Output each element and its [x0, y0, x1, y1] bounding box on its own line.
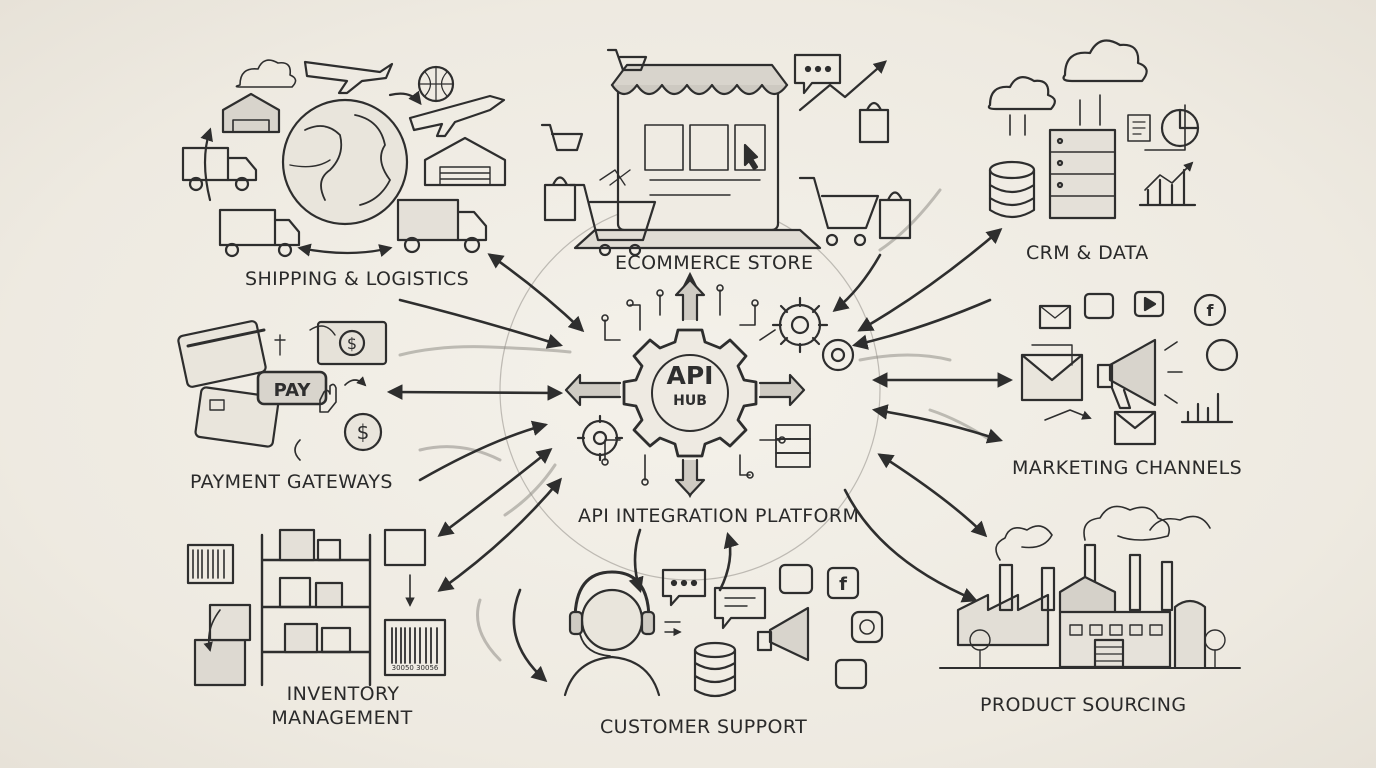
arrow-sourcing-2	[843, 488, 978, 603]
smoke-cloud-icon	[995, 525, 1053, 561]
truck-icon-2	[218, 208, 277, 247]
facebook-letter-2: f	[839, 574, 847, 595]
facebook-icon	[1193, 293, 1227, 327]
bar-chart-icon-2	[1180, 392, 1234, 424]
box-icon	[193, 638, 247, 687]
chat-bubble-icon-2	[661, 568, 707, 607]
barcode-number: 30050 30056	[392, 664, 439, 672]
barcode-label-icon-2	[383, 528, 427, 567]
pay-button-icon	[256, 370, 328, 406]
video-play-icon	[1133, 290, 1165, 318]
label-inventory: INVENTORY	[286, 683, 400, 705]
chat-bubble-icon	[793, 53, 842, 95]
label-ecommerce-store: ECOMMERCE STORE	[615, 252, 814, 274]
hub-label-hub: HUB	[673, 393, 707, 409]
cursor-icon	[743, 143, 759, 171]
truck-icon-3	[396, 198, 460, 242]
cart-icon-small-2	[606, 48, 648, 72]
facebook-letter: f	[1207, 301, 1215, 320]
label-api-integration-platform: API INTEGRATION PLATFORM	[578, 505, 860, 527]
shopping-cart-icon-2	[798, 176, 880, 230]
support-illustration	[563, 563, 884, 698]
pay-button-label: PAY	[274, 380, 312, 401]
label-shipping-logistics: SHIPPING & LOGISTICS	[245, 268, 470, 290]
box-icon-2	[208, 603, 252, 642]
label-marketing-channels: MARKETING CHANNELS	[1012, 457, 1243, 479]
shopping-cart-icon	[568, 183, 657, 242]
megaphone-icon-2	[768, 606, 810, 662]
label-product-sourcing: PRODUCT SOURCING	[980, 694, 1187, 716]
mail-icon	[1038, 304, 1072, 330]
cart-icon-small	[540, 123, 584, 152]
barcode-label-icon	[186, 543, 235, 585]
growth-arrow-icon	[798, 60, 887, 112]
hub-label-api: API	[667, 361, 714, 390]
arrow-shipping	[487, 253, 585, 333]
arrow-ecommerce	[832, 253, 882, 312]
arrow-payment	[386, 384, 564, 401]
bar-chart-icon	[1138, 168, 1197, 207]
arrow-marketing-2	[871, 404, 1003, 444]
svg-text: API HUB PAY 30050 30056 $ $ f f	[274, 301, 1215, 672]
coin-dollar-sign: $	[357, 420, 370, 444]
inventory-illustration	[186, 528, 447, 687]
facebook-icon-2	[826, 566, 860, 600]
envelope-icon	[1020, 353, 1084, 402]
shopping-bag-icon-2	[878, 191, 912, 240]
label-management: MANAGEMENT	[271, 707, 413, 729]
coin-icon	[343, 412, 383, 452]
crm-illustration	[987, 39, 1200, 220]
arrow-crm-2	[851, 298, 992, 350]
twitter-icon-3	[834, 658, 868, 690]
cloud-icon	[987, 76, 1056, 111]
sourcing-illustration	[939, 505, 1241, 669]
arrow-shipping-2	[398, 298, 563, 349]
database-icon-2	[693, 641, 737, 659]
arrow-payment-2	[418, 420, 549, 482]
shelving-icon	[260, 533, 372, 687]
payment-illustration	[177, 320, 388, 461]
media-icon	[1083, 292, 1115, 320]
gear-icon	[576, 296, 855, 462]
credit-card-icon	[177, 320, 267, 388]
hub-gear	[564, 278, 806, 497]
airplane-icon	[303, 60, 394, 95]
arrow-crm	[857, 227, 1003, 332]
twitter-icon-2	[778, 563, 814, 595]
shipping-illustration	[181, 59, 507, 258]
airplane-icon-2	[408, 94, 506, 138]
label-payment-gateways: PAYMENT GATEWAYS	[190, 471, 393, 493]
hand-icon	[319, 383, 337, 413]
arrow-support-3	[512, 588, 548, 683]
globe-icon	[281, 98, 409, 226]
credit-card-icon-2	[194, 386, 280, 448]
envelope-icon-2	[1113, 410, 1157, 446]
factory-icon	[956, 593, 1050, 647]
database-icon	[988, 160, 1036, 180]
support-agent-icon	[580, 588, 644, 652]
label-crm-data: CRM & DATA	[1026, 242, 1149, 264]
arrow-sourcing	[877, 453, 988, 538]
server-stack-icon	[775, 424, 811, 468]
store-awning	[610, 83, 789, 96]
chat-bubble-icon-3	[713, 586, 767, 630]
instagram-icon	[850, 610, 884, 644]
shopping-bag-icon	[543, 176, 577, 222]
arrow-support	[718, 531, 739, 592]
label-customer-support: CUSTOMER SUPPORT	[600, 716, 808, 738]
cloud-icon-2	[1062, 39, 1148, 83]
arrow-inventory-2	[437, 477, 562, 592]
marketing-illustration	[1020, 290, 1239, 446]
ecommerce-illustration	[540, 48, 912, 257]
silo-icon	[1173, 599, 1207, 669]
dollar-sign: $	[347, 334, 357, 353]
megaphone-icon	[1108, 338, 1157, 407]
banknote-icon	[316, 320, 388, 366]
document-icon	[1127, 114, 1151, 142]
twitter-icon	[1205, 338, 1239, 372]
